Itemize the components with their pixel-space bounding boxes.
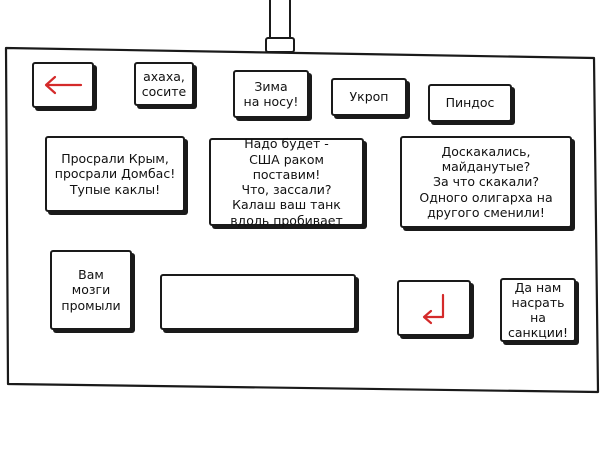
key-sankcii-label: Да нам насрать на санкции!: [507, 279, 569, 341]
enter-arrow-icon: [422, 293, 445, 325]
key-krym[interactable]: Просрали Крым, просрали Домбас! Тупые ка…: [45, 136, 185, 212]
key-mozgi[interactable]: Вам мозги промыли: [50, 250, 132, 330]
key-krym-label: Просрали Крым, просрали Домбас! Тупые ка…: [54, 151, 176, 197]
key-zima-label: Зима на носу!: [243, 78, 299, 109]
key-pindos[interactable]: Пиндос: [428, 84, 512, 122]
key-ukrop[interactable]: Укроп: [331, 78, 407, 116]
key-zima[interactable]: Зима на носу!: [233, 70, 309, 118]
key-ssha[interactable]: Надо будет - США раком поставим! Что, за…: [209, 136, 364, 228]
key-ukrop-label: Укроп: [349, 89, 389, 105]
key-doskakalis[interactable]: Доскакались, майданутые? За что скакали?…: [400, 136, 572, 228]
key-ahaha-label: ахаха, сосите: [141, 68, 187, 99]
key-mozgi-label: Вам мозги промыли: [61, 267, 121, 313]
enter-key[interactable]: [397, 280, 471, 336]
key-ahaha[interactable]: ахаха, сосите: [134, 62, 194, 106]
key-sankcii[interactable]: Да нам насрать на санкции!: [500, 278, 576, 342]
key-ssha-label: Надо будет - США раком поставим! Что, за…: [230, 136, 343, 228]
key-pindos-label: Пиндос: [445, 95, 495, 111]
space-bar[interactable]: [160, 274, 356, 330]
key-doskakalis-label: Доскакались, майданутые? За что скакали?…: [419, 143, 553, 220]
back-key[interactable]: [32, 62, 94, 108]
left-arrow-icon: [44, 75, 83, 95]
